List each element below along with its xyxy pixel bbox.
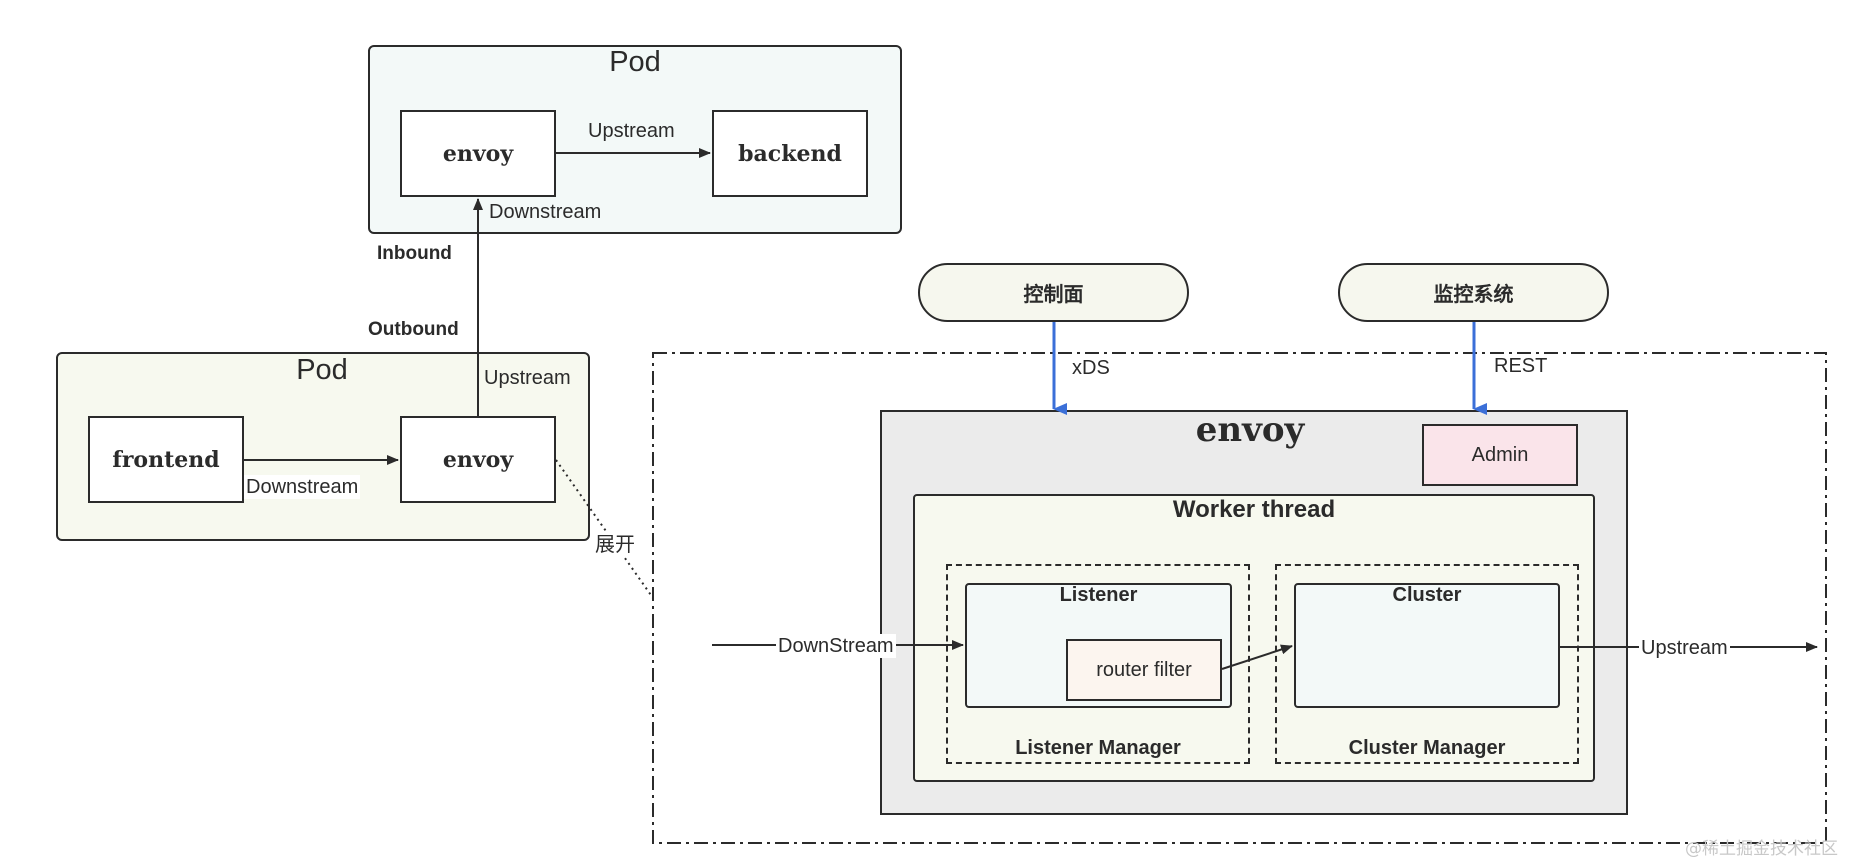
label-outbound: Outbound — [368, 319, 459, 340]
label-upstream-out: Upstream — [1639, 636, 1730, 660]
label-downstream-top: Downstream — [489, 201, 602, 223]
listener-title: Listener — [1059, 584, 1138, 606]
watermark: @稀土掘金技术社区 — [1685, 839, 1838, 859]
label-inbound: Inbound — [377, 243, 452, 264]
expand-dotted-line — [555, 459, 654, 599]
cluster-box — [1294, 583, 1560, 708]
label-expand: 展开 — [593, 533, 637, 557]
admin-node: Admin — [1422, 424, 1578, 486]
cluster-manager-box — [1275, 564, 1579, 764]
label-downstream-in: DownStream — [776, 634, 896, 658]
listener-manager-box — [946, 564, 1250, 764]
label-upstream-bottom: Upstream — [484, 367, 571, 389]
listener-manager-title: Listener Manager — [1015, 737, 1181, 759]
pod-top-title: Pod — [609, 46, 661, 78]
envoy-detail-title: envoy — [1195, 410, 1305, 450]
arrow-router-to-cluster — [1221, 644, 1293, 670]
pod-bottom-title: Pod — [296, 354, 348, 386]
envoy-bottom-node: envoy — [400, 416, 556, 503]
worker-thread-title: Worker thread — [1172, 496, 1336, 523]
label-xds: xDS — [1072, 357, 1110, 379]
cluster-title: Cluster — [1392, 584, 1462, 606]
monitoring-node: 监控系统 — [1338, 263, 1609, 322]
label-rest: REST — [1494, 355, 1548, 377]
frontend-node: frontend — [88, 416, 244, 503]
router-filter-node: router filter — [1066, 639, 1222, 701]
expansion-frame — [652, 352, 1827, 844]
envoy-top-node: envoy — [400, 110, 556, 197]
label-downstream-bottom: Downstream — [244, 475, 361, 499]
backend-node: backend — [712, 110, 868, 197]
control-plane-node: 控制面 — [918, 263, 1189, 322]
label-upstream-top: Upstream — [588, 120, 675, 142]
cluster-manager-title: Cluster Manager — [1348, 737, 1506, 759]
